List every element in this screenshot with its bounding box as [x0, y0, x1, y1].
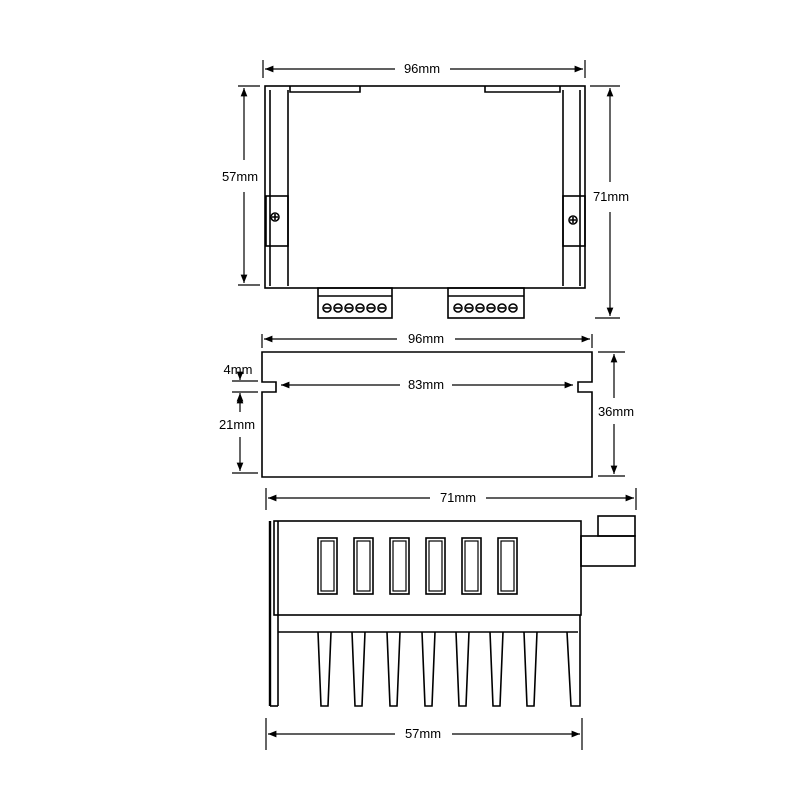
terminal-screw-icon: [486, 303, 496, 313]
terminal-screw-icon: [355, 303, 365, 313]
top-view: 96mm 57mm 71mm: [222, 60, 629, 319]
end-view-window: [389, 537, 410, 595]
dim-top-width: 96mm: [262, 60, 586, 78]
side-slot-pitch-label: 83mm: [408, 377, 444, 392]
terminal-screw-icon: [475, 303, 485, 313]
dim-side-lower-height: 21mm: [219, 395, 258, 474]
end-heatsink-width-label: 57mm: [405, 726, 441, 741]
right-screw-icon: [568, 215, 578, 225]
side-width-label: 96mm: [408, 331, 444, 346]
terminal-screw-icon: [508, 303, 518, 313]
terminal-screw-icon: [377, 303, 387, 313]
dim-side-total-height: 36mm: [598, 351, 634, 477]
terminal-screw-icon: [333, 303, 343, 313]
heatsink-fin: [455, 631, 470, 707]
left-terminal-block: [317, 287, 393, 319]
dim-end-heatsink-width: 57mm: [265, 718, 583, 750]
top-outer-height-label: 71mm: [593, 189, 629, 204]
side-view-body: [261, 351, 593, 478]
end-view-case: [273, 520, 582, 616]
side-slot-depth-label: 4mm: [224, 362, 253, 377]
heatsink-fin: [523, 631, 538, 707]
dim-side-slot-depth: 4mm: [224, 362, 258, 402]
left-mount-tab: [265, 195, 289, 247]
end-view-window: [425, 537, 446, 595]
terminal-screw-icon: [453, 303, 463, 313]
end-view-window: [497, 537, 518, 595]
end-view-windows: [317, 537, 518, 595]
right-terminal-block: [447, 287, 525, 319]
dim-side-width: 96mm: [261, 331, 593, 348]
dim-side-slot-pitch: 83mm: [281, 377, 573, 392]
heatsink-fin: [421, 631, 436, 707]
top-width-label: 96mm: [404, 61, 440, 76]
top-inner-height-label: 57mm: [222, 169, 258, 184]
terminal-screw-icon: [344, 303, 354, 313]
heatsink-right-fin: [566, 615, 581, 707]
dim-end-width: 71mm: [265, 488, 637, 510]
end-view-window: [353, 537, 374, 595]
heatsink-fin: [351, 631, 366, 707]
dim-top-inner-height: 57mm: [222, 85, 260, 286]
right-mount-tab: [562, 195, 586, 247]
end-view-window: [317, 537, 338, 595]
terminal-screw-icon: [464, 303, 474, 313]
dim-top-outer-height: 71mm: [590, 85, 629, 319]
terminal-screw-icon: [497, 303, 507, 313]
heatsink: [268, 521, 581, 707]
end-width-label: 71mm: [440, 490, 476, 505]
terminal-screw-icon: [366, 303, 376, 313]
side-total-height-label: 36mm: [598, 404, 634, 419]
terminal-screw-icon: [322, 303, 332, 313]
top-view-body: [264, 85, 586, 289]
heatsink-fin: [489, 631, 504, 707]
side-view: 96mm 83mm 4mm 21mm 36: [219, 331, 634, 478]
left-screw-icon: [270, 212, 280, 222]
heatsink-fin: [317, 631, 332, 707]
end-view-window: [461, 537, 482, 595]
side-lower-height-label: 21mm: [219, 417, 255, 432]
heatsink-fin: [386, 631, 401, 707]
end-view: 71mm 57mm: [265, 488, 637, 750]
end-view-connector-tab: [580, 535, 636, 567]
